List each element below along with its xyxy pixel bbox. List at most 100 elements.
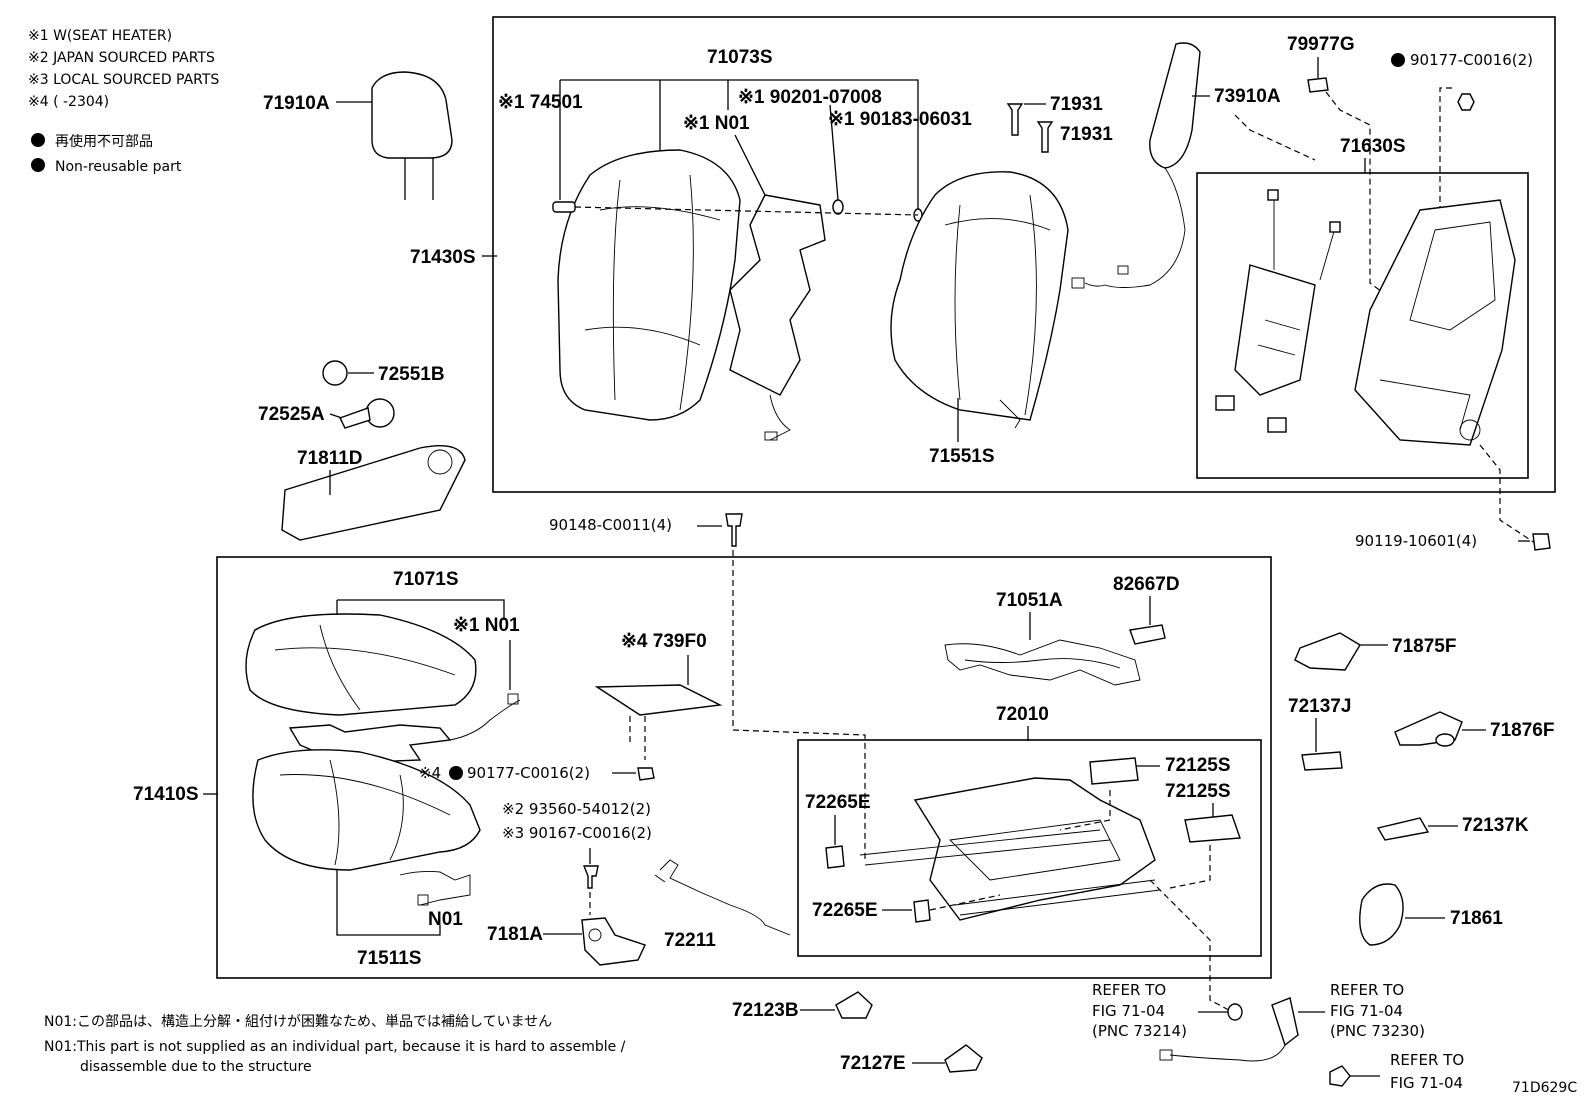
cover-72125S-a-part[interactable] <box>1089 757 1139 785</box>
refer3-line1: REFER TO <box>1390 1051 1464 1069</box>
bolt-90148-part[interactable] <box>725 513 743 547</box>
bracket-nut-b-part[interactable] <box>1329 221 1341 233</box>
seat-heater-back-part[interactable] <box>729 194 826 441</box>
bracket-nut-a-part[interactable] <box>1267 189 1279 201</box>
clip-a-part[interactable] <box>1215 395 1235 411</box>
buckle-73230-part[interactable] <box>1159 997 1299 1062</box>
pin-71931-a-part[interactable] <box>1006 103 1024 136</box>
seat-adjuster-72010-part[interactable] <box>859 777 1161 921</box>
label-tag-79977G-part[interactable] <box>1307 77 1329 93</box>
refer-to-fig-2[interactable]: REFER TO FIG 71-04 (PNC 73230) <box>1330 981 1425 1040</box>
legend: ※1 W(SEAT HEATER) ※2 JAPAN SOURCED PARTS… <box>28 28 219 175</box>
refer1-line3: (PNC 73214) <box>1092 1022 1187 1040</box>
refer2-line3: (PNC 73230) <box>1330 1022 1425 1040</box>
label-72137K: 72137K <box>1462 815 1529 836</box>
seat-back-pad-part[interactable] <box>890 171 1069 429</box>
refer-to-fig-3[interactable]: REFER TO FIG 71-04 <box>1390 1051 1464 1092</box>
label-72137J: 72137J <box>1288 696 1351 717</box>
seat-cushion-pad-part[interactable] <box>252 749 481 871</box>
adjuster-subgroup-box <box>797 739 1262 957</box>
seat-cushion-group-box <box>216 556 1272 979</box>
label-71876F: 71876F <box>1490 720 1554 741</box>
cover-72123B-part[interactable] <box>835 991 873 1019</box>
label-72123B: 72123B <box>732 1000 799 1021</box>
side-airbag-part[interactable] <box>1071 42 1201 289</box>
footer-n01-en-2: disassemble due to the structure <box>80 1059 312 1075</box>
cover-71876F-part[interactable] <box>1394 711 1463 747</box>
seat-back-cover-part[interactable] <box>557 149 741 421</box>
label-71551S: 71551S <box>929 446 995 467</box>
label-71410S: 71410S <box>133 784 199 805</box>
legend-nonreusable-jp: 再使用不可部品 <box>55 133 153 150</box>
label-N01-harness: N01 <box>428 909 463 930</box>
label-90201-07008: ※1 90201-07008 <box>738 87 882 108</box>
knob-cap-72551B-part[interactable] <box>322 360 348 386</box>
label-71931-b: 71931 <box>1060 124 1113 145</box>
seat-cushion-cover-part[interactable] <box>245 613 477 716</box>
legend-note-2: ※2 JAPAN SOURCED PARTS <box>28 50 215 66</box>
legend-note-1: ※1 W(SEAT HEATER) <box>28 28 172 44</box>
figure-code: 71D629C <box>1512 1080 1577 1096</box>
refer3-line2: FIG 71-04 <box>1390 1074 1463 1092</box>
cover-72125S-b-part[interactable] <box>1184 814 1241 843</box>
connector-82667D-part[interactable] <box>1129 624 1166 645</box>
label-71051A: 71051A <box>996 590 1063 611</box>
cover-71861-part[interactable] <box>1359 883 1404 946</box>
bolt-90119-part[interactable] <box>1532 533 1551 551</box>
label-90177-mid-prefix: ※4 <box>419 764 441 782</box>
nonreusable-dot-icon <box>1391 53 1405 67</box>
n01-harness-part[interactable] <box>399 870 471 906</box>
grommet-73214-part[interactable] <box>1227 1003 1243 1021</box>
seat-back-group-box <box>492 16 1556 493</box>
label-79977G: 79977G <box>1287 34 1355 55</box>
cover-72137K-part[interactable] <box>1376 817 1430 841</box>
cover-72137J-part[interactable] <box>1301 751 1343 771</box>
bolt-93560-part[interactable] <box>582 865 599 889</box>
shield-71811D-part[interactable] <box>281 445 466 541</box>
cover-72265E-b-part[interactable] <box>913 899 931 923</box>
label-71071S: 71071S <box>393 569 459 590</box>
hog-ring-90201-part[interactable] <box>832 199 844 215</box>
mat-739F0-part[interactable] <box>594 684 723 716</box>
cover-71875F-part[interactable] <box>1294 632 1361 671</box>
nonreusable-dot-icon <box>449 766 463 780</box>
refer1-line2: FIG 71-04 <box>1092 1002 1165 1020</box>
cover-72127E-part[interactable] <box>944 1044 983 1073</box>
refer1-line1: REFER TO <box>1092 981 1166 999</box>
label-72265E-b: 72265E <box>812 900 878 921</box>
footer-n01-jp: N01:この部品は、構造上分解・組付けが困難なため、単品では補給していません <box>44 1014 552 1030</box>
label-90119-10601: 90119-10601(4) <box>1355 532 1477 550</box>
seat-back-frame-part[interactable] <box>1354 199 1516 446</box>
clip-74501-part[interactable] <box>552 201 576 213</box>
nut-90177-mid-part[interactable] <box>637 767 655 781</box>
label-71073S: 71073S <box>707 47 773 68</box>
clip-b-part[interactable] <box>1267 417 1287 433</box>
rod-72211-part[interactable] <box>654 859 791 936</box>
refer-to-fig-1[interactable]: REFER TO FIG 71-04 (PNC 73214) <box>1092 981 1187 1040</box>
label-90183-06031: ※1 90183-06031 <box>828 109 972 130</box>
label-72551B: 72551B <box>378 364 445 385</box>
recliner-knob-72525A-part[interactable] <box>339 398 395 429</box>
headrest-part[interactable] <box>371 71 453 200</box>
label-71931-a: 71931 <box>1050 94 1103 115</box>
label-72125S-a: 72125S <box>1165 755 1231 776</box>
nut-90177-top-part[interactable] <box>1457 93 1475 111</box>
wire-harness-71051A-part[interactable] <box>944 639 1141 686</box>
refer2-line1: REFER TO <box>1330 981 1404 999</box>
refer2-line2: FIG 71-04 <box>1330 1002 1403 1020</box>
lumbar-bracket-part[interactable] <box>1234 196 1336 396</box>
nut-refer3-part[interactable] <box>1329 1065 1351 1087</box>
label-72211: 72211 <box>664 930 716 951</box>
label-82667D: 82667D <box>1113 574 1180 595</box>
label-74501: ※1 74501 <box>498 92 583 113</box>
label-71511S: 71511S <box>357 948 421 969</box>
label-73910A: 73910A <box>1214 86 1281 107</box>
cover-72265E-a-part[interactable] <box>825 845 845 869</box>
label-71910A: 71910A <box>263 93 330 114</box>
label-90177-mid: 90177-C0016(2) <box>467 764 590 782</box>
adjuster-7181A-part[interactable] <box>581 917 646 966</box>
pin-71931-b-part[interactable] <box>1036 121 1054 153</box>
label-N01-top: ※1 N01 <box>683 113 750 134</box>
label-739F0: ※4 739F0 <box>621 631 707 652</box>
